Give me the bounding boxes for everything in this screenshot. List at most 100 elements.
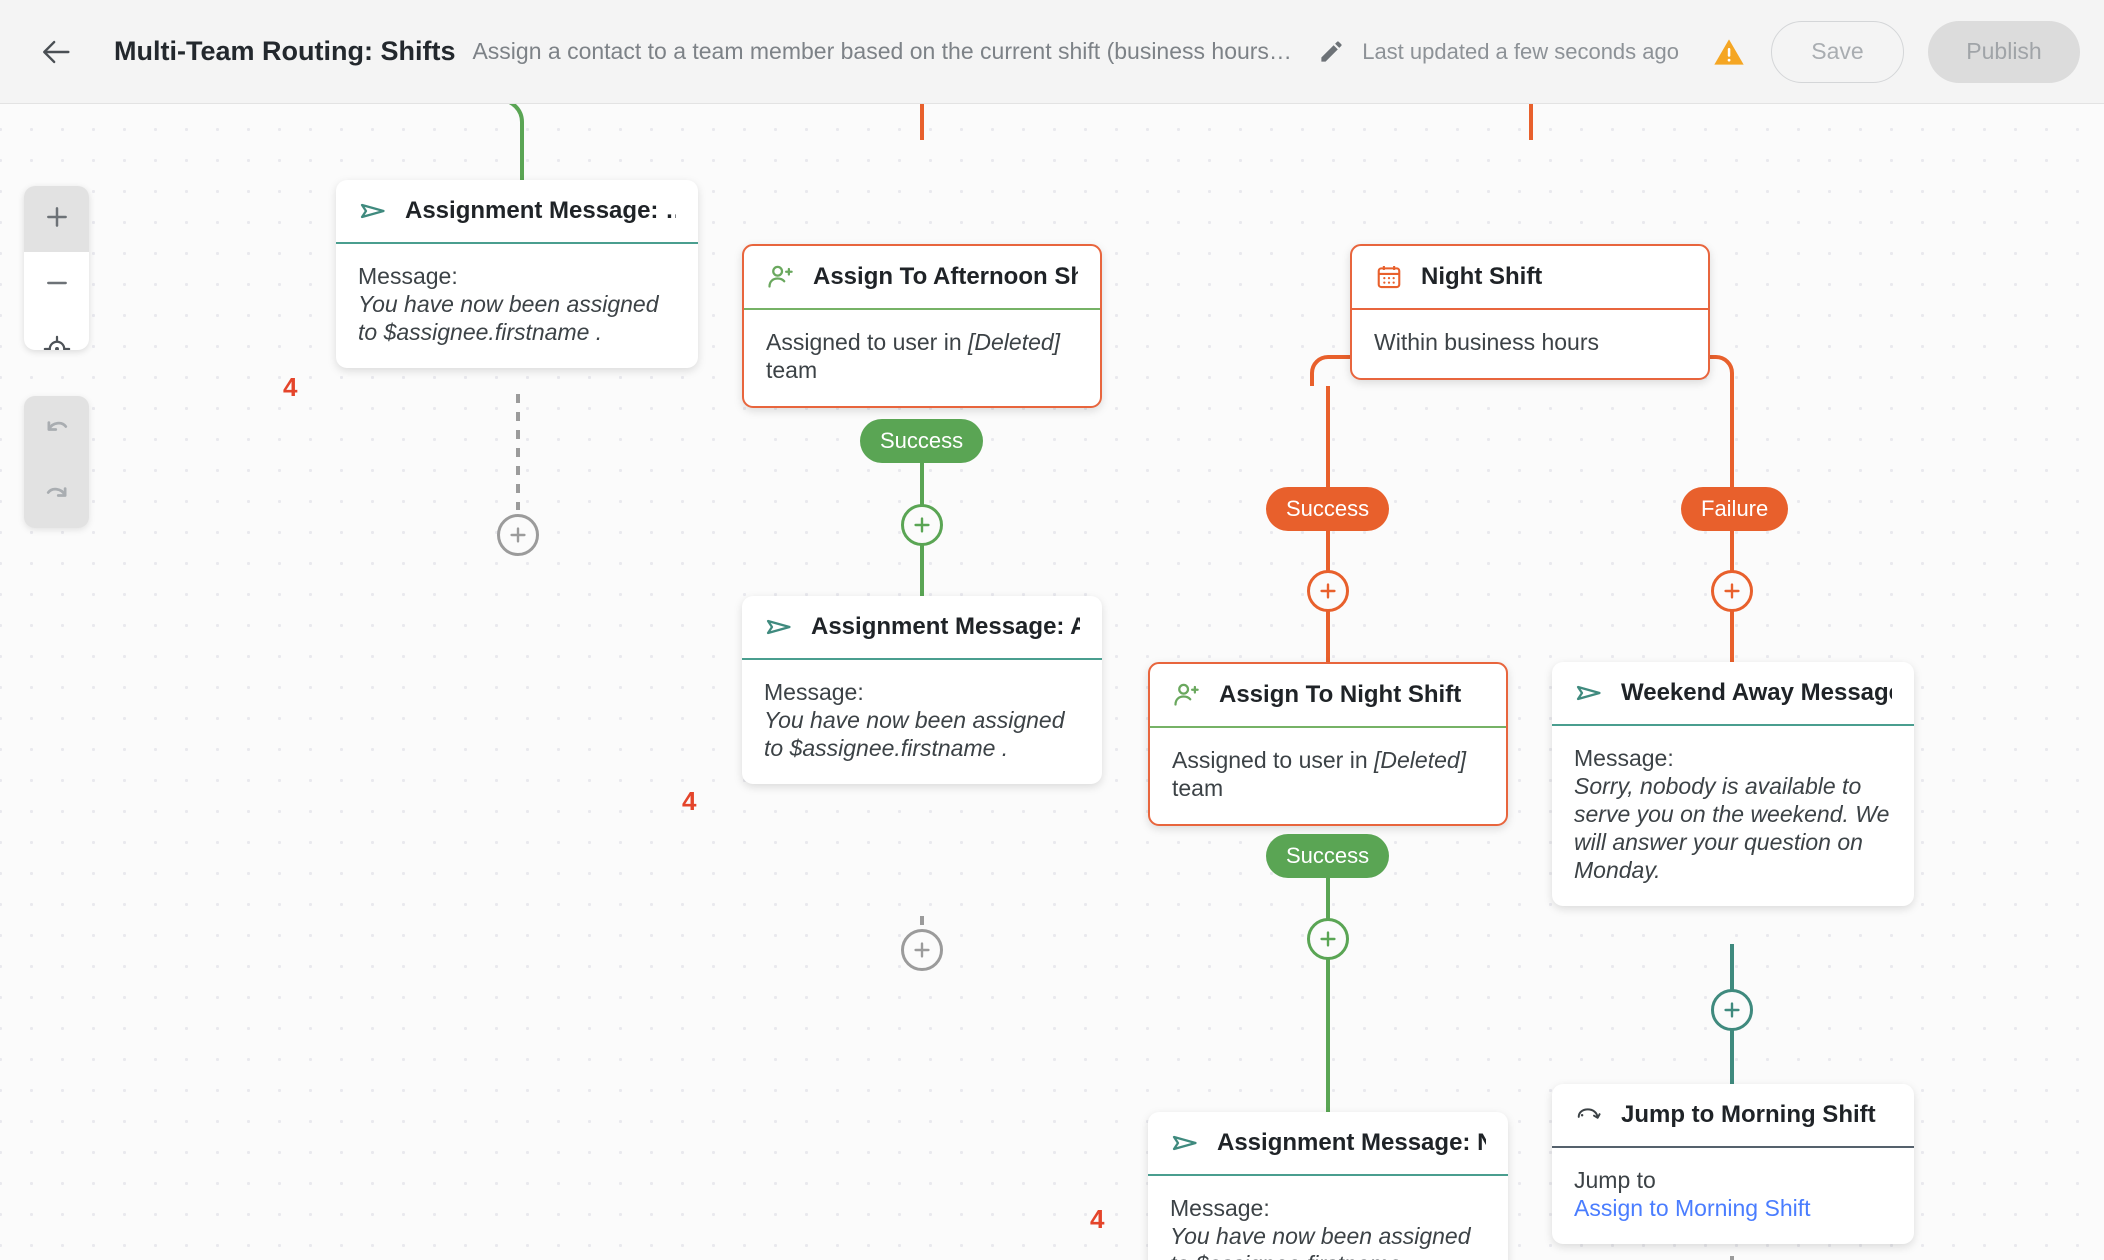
add-node-button[interactable] [497,514,539,556]
node-title: Assignment Message: … [405,197,676,224]
node-title: Night Shift [1421,263,1543,290]
jump-target-link[interactable]: Assign to Morning Shift [1574,1195,1811,1222]
undo-arrow-icon [42,412,72,447]
assign-user-icon [766,262,796,292]
node-header: Assign To Night Shift [1150,664,1506,726]
add-node-button[interactable] [901,929,943,971]
node-title: Assignment Message: A… [811,613,1080,640]
node-body-line: to $assignee.firstname . [764,735,1009,762]
node-header: Assign To Afternoon Shift [744,246,1100,308]
node-body-line: Message: [358,263,458,289]
node-body-line: to $assignee.firstname . [358,319,603,346]
page-subtitle: Assign a contact to a team member based … [472,38,1292,64]
save-button[interactable]: Save [1771,20,1904,83]
node-body: Jump to Assign to Morning Shift [1552,1148,1914,1244]
history-controls[interactable] [24,396,89,528]
node-body-line: Message: [764,679,864,705]
node-error-count: 4 [1090,1204,1105,1234]
last-updated-text: Last updated a few seconds ago [1362,38,1679,64]
node-assignment-message-night[interactable]: Assignment Message: N… Message: You have… [1148,1112,1508,1260]
add-node-button[interactable] [1307,918,1349,960]
recenter-button[interactable] [24,318,89,350]
node-body: Assigned to user in [Deleted] team [1150,728,1506,824]
node-header: Night Shift [1352,246,1708,308]
node-body-line: You have now been assigned [358,291,659,318]
node-body: Within business hours [1352,310,1708,378]
node-title: Assign To Afternoon Shift [813,263,1078,290]
node-body-line: Assigned to user in [Deleted] [1172,747,1467,773]
arrow-left-icon [40,35,74,69]
send-message-icon [1170,1128,1200,1158]
node-divider [1552,1146,1914,1148]
page-title: Multi-Team Routing: Shifts [114,36,456,66]
add-node-button[interactable] [1307,570,1349,612]
branch-label-assign-night-success[interactable]: Success [1266,834,1390,878]
branch-label-text: Success [1286,496,1370,521]
node-assign-to-night-shift[interactable]: Assign To Night Shift Assigned to user i… [1148,662,1508,827]
node-divider [744,308,1100,310]
zoom-in-button[interactable] [24,186,89,252]
node-header: Jump to Morning Shift [1552,1084,1914,1146]
node-assignment-message-morning[interactable]: Assignment Message: … Message: You have … [336,180,698,369]
branch-label-afternoon-success[interactable]: Success [860,419,984,463]
node-header: Assignment Message: A… [742,596,1102,658]
warning-triangle-icon[interactable] [1713,37,1745,67]
branch-label-night-success[interactable]: Success [1266,487,1390,531]
plus-icon [44,204,70,235]
node-body-line: to $assignee.firstname . [1170,1250,1486,1260]
node-body-line: Within business hours [1374,329,1599,355]
flow-canvas[interactable]: Assignment Message: … Message: You have … [0,104,2104,1260]
assign-user-icon [1172,680,1202,710]
redo-button[interactable] [24,462,89,528]
node-body-line: team [766,357,818,384]
node-divider [1352,308,1708,310]
calendar-icon [1374,262,1404,292]
branch-label-text: Success [880,428,964,453]
zoom-out-button[interactable] [24,252,89,318]
node-body: Assigned to user in [Deleted] team [744,310,1100,406]
node-weekend-away-message[interactable]: Weekend Away Message Message: Sorry, nob… [1552,662,1914,907]
node-body-line: You have now been assigned [1170,1223,1471,1250]
node-body-line: Message: [1170,1195,1270,1221]
node-body-line: team [1172,775,1224,802]
crosshair-icon [43,335,71,350]
pencil-icon[interactable] [1318,38,1345,65]
publish-button[interactable]: Publish [1928,20,2080,83]
zoom-controls[interactable] [24,186,89,350]
node-body-line: will answer your question on [1574,829,1863,856]
node-body-line: Assigned to user in [Deleted] [766,329,1061,355]
node-body: Message: Sorry, nobody is available to s… [1552,726,1914,906]
back-button[interactable] [34,29,80,75]
node-header: Assignment Message: N… [1148,1112,1508,1174]
header-actions: Last updated a few seconds ago Save Publ… [1318,20,2080,83]
node-divider [1552,724,1914,726]
node-divider [1150,726,1506,728]
branch-label-night-failure[interactable]: Failure [1681,487,1789,531]
node-assignment-message-afternoon[interactable]: Assignment Message: A… Message: You have… [742,596,1102,785]
branch-label-text: Success [1286,843,1370,868]
node-title: Assignment Message: N… [1217,1129,1486,1156]
node-title: Weekend Away Message [1621,679,1892,706]
publish-button-label: Publish [1966,38,2042,64]
branch-label-text: Failure [1701,496,1769,521]
node-night-shift[interactable]: Night Shift Within business hours [1350,244,1710,381]
node-body-line: Monday. [1574,857,1661,884]
node-divider [742,658,1102,660]
node-body-line: Sorry, nobody is available to [1574,773,1862,800]
node-body-line: serve you on the weekend. We [1574,801,1890,828]
node-assign-to-afternoon-shift[interactable]: Assign To Afternoon Shift Assigned to us… [742,244,1102,409]
node-title: Jump to Morning Shift [1621,1101,1876,1128]
add-node-button[interactable] [1711,989,1753,1031]
node-divider [1148,1174,1508,1176]
add-node-button[interactable] [1711,570,1753,612]
undo-button[interactable] [24,396,89,462]
node-body-line: Message: [1574,745,1674,771]
app-header: Multi-Team Routing: Shifts Assign a cont… [0,0,2104,104]
node-body-line: Jump to [1574,1167,1656,1193]
node-jump-to-morning-shift[interactable]: Jump to Morning Shift Jump to Assign to … [1552,1084,1914,1245]
jump-icon [1574,1100,1604,1130]
save-button-label: Save [1811,38,1864,64]
add-node-button[interactable] [901,504,943,546]
node-body: Message: You have now been assigned to $… [336,244,698,368]
send-message-icon [358,196,388,226]
